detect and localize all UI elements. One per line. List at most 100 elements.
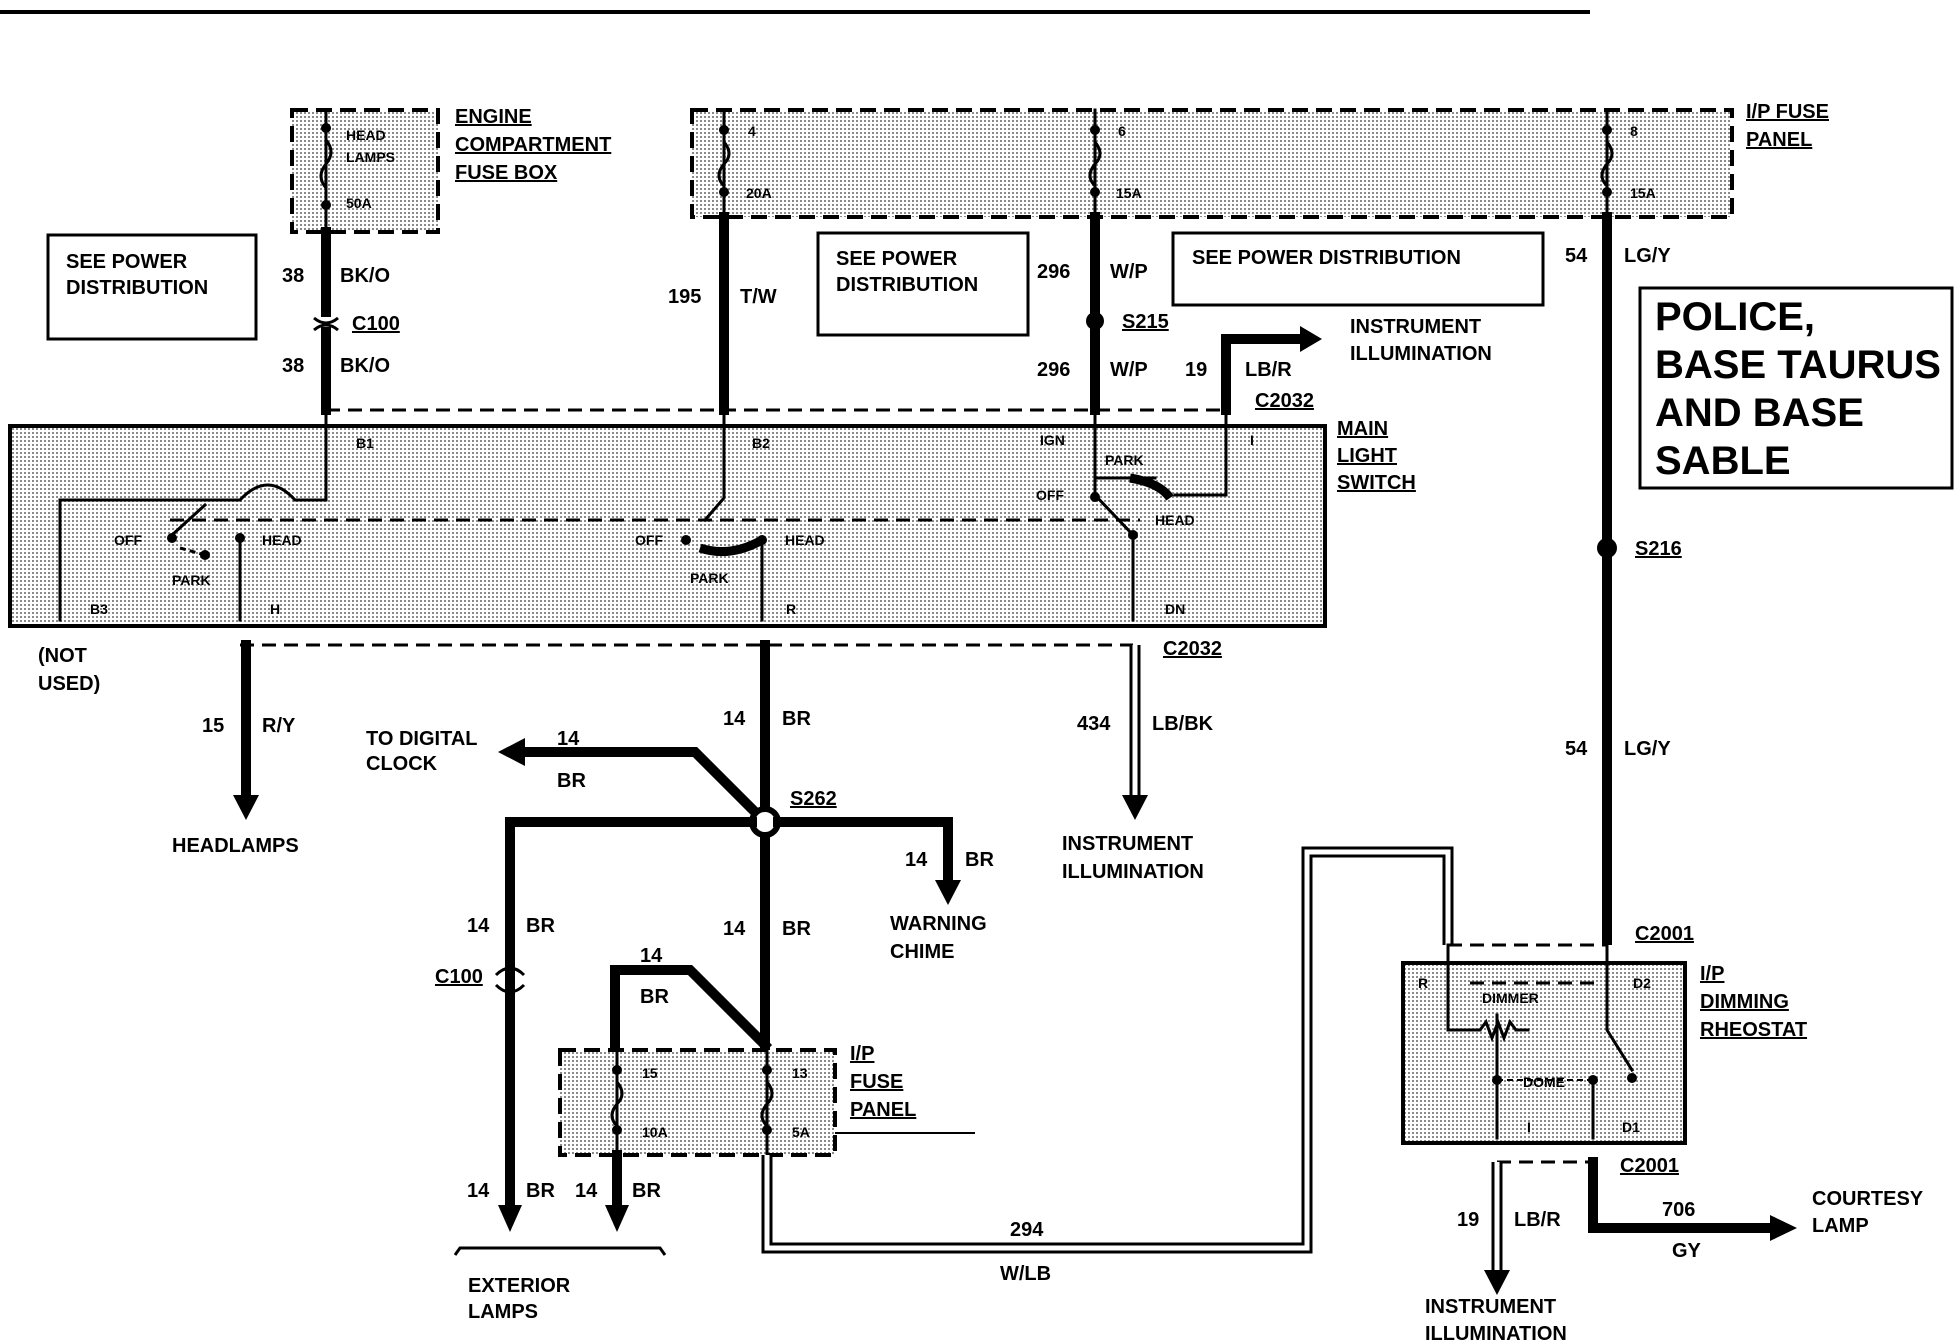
- connector-c2001-top: C2001: [1635, 923, 1694, 945]
- svg-text:B2: B2: [752, 435, 770, 451]
- wire-38-top-num: 38: [282, 265, 304, 287]
- courtesy-lamp-2: LAMP: [1812, 1215, 1869, 1237]
- svg-text:DIMMER: DIMMER: [1482, 990, 1539, 1006]
- rheostat-label-2: DIMMING: [1700, 991, 1789, 1013]
- wire-54-mid-color: LG/Y: [1624, 738, 1671, 760]
- engine-compartment-fuse-box: HEAD LAMPS 50A: [290, 108, 440, 234]
- svg-text:SEE POWER: SEE POWER: [66, 251, 188, 273]
- exterior-lamps-2: LAMPS: [468, 1301, 538, 1323]
- headlamps-label: HEADLAMPS: [172, 835, 299, 857]
- svg-text:50A: 50A: [346, 195, 372, 211]
- wire-14-left-color: BR: [526, 915, 555, 937]
- ip-fuse-panel-low-label-1: I/P: [850, 1043, 874, 1065]
- ip-fuse-panel-low-label-3: PANEL: [850, 1099, 916, 1121]
- wire-15-num: 15: [202, 715, 224, 737]
- svg-text:I: I: [1250, 432, 1254, 448]
- svg-text:B3: B3: [90, 601, 108, 617]
- svg-text:15A: 15A: [1630, 185, 1656, 201]
- connector-c2001-bot: C2001: [1620, 1155, 1679, 1177]
- wire-296-top-num: 296: [1037, 261, 1070, 283]
- svg-text:H: H: [270, 601, 280, 617]
- svg-text:DN: DN: [1165, 601, 1185, 617]
- inst-illum-top-1: INSTRUMENT: [1350, 316, 1481, 338]
- svg-text:SABLE: SABLE: [1655, 439, 1791, 483]
- wire-195-num: 195: [668, 286, 701, 308]
- svg-text:BASE TAURUS: BASE TAURUS: [1655, 343, 1941, 387]
- svg-text:PARK: PARK: [690, 570, 729, 586]
- wire-14-chime: [773, 817, 953, 890]
- main-light-switch: OFF HEAD PARK B1 B3 H OFF HEAD PARK B2 R…: [8, 408, 1327, 628]
- wire-14-ext2-arrow: [605, 1205, 629, 1232]
- svg-text:HEAD: HEAD: [346, 127, 386, 143]
- main-light-switch-label-1: MAIN: [1337, 418, 1388, 440]
- digital-clock-1: TO DIGITAL: [366, 728, 477, 750]
- wire-14-ext2-color: BR: [632, 1180, 661, 1202]
- svg-text:D2: D2: [1633, 975, 1651, 991]
- splice-s216-dot: [1597, 538, 1617, 558]
- wire-296-top-color: W/P: [1110, 261, 1148, 283]
- wire-14-center-color: BR: [782, 918, 811, 940]
- wire-38-bot-color: BK/O: [340, 355, 390, 377]
- wire-294-color: W/LB: [1000, 1263, 1051, 1285]
- svg-text:10A: 10A: [642, 1124, 668, 1140]
- warning-chime-2: CHIME: [890, 941, 954, 963]
- svg-text:I: I: [1527, 1119, 1531, 1135]
- wire-14-chime-arrow: [935, 880, 961, 905]
- svg-text:AND BASE: AND BASE: [1655, 391, 1864, 435]
- svg-text:13: 13: [792, 1065, 808, 1081]
- wire-19-upper: [1221, 334, 1310, 415]
- wire-294-num: 294: [1010, 1219, 1044, 1241]
- svg-text:D1: D1: [1622, 1119, 1640, 1135]
- wire-14-left-arrow: [498, 1205, 522, 1232]
- connector-c100-low-symbol: [494, 966, 526, 977]
- svg-text:LAMPS: LAMPS: [346, 149, 395, 165]
- ip-fuse-panel-low-label-2: FUSE: [850, 1071, 903, 1093]
- exterior-lamps-bracket: [453, 1246, 667, 1256]
- svg-text:R: R: [786, 601, 796, 617]
- svg-text:6: 6: [1118, 123, 1126, 139]
- wire-14-center-num: 14: [723, 918, 746, 940]
- svg-text:PARK: PARK: [172, 572, 211, 588]
- wire-15-arrow: [233, 795, 259, 820]
- ip-dimming-rheostat: R D2 DIMMER DOME I D1: [1401, 943, 1687, 1145]
- title-box: POLICE, BASE TAURUS AND BASE SABLE: [1638, 286, 1954, 490]
- connector-c2032-top: C2032: [1255, 390, 1314, 412]
- svg-text:HEAD: HEAD: [1155, 512, 1195, 528]
- power-distribution-box-1: SEE POWER DISTRIBUTION: [46, 233, 258, 341]
- svg-text:DOME: DOME: [1523, 1074, 1565, 1090]
- wire-434-arrow: [1122, 795, 1148, 820]
- svg-text:HEAD: HEAD: [785, 532, 825, 548]
- svg-text:5A: 5A: [792, 1124, 810, 1140]
- wire-14-chime-num: 14: [905, 849, 928, 871]
- wire-14-clock: [515, 747, 773, 830]
- engine-fuse-box-label-3: FUSE BOX: [455, 162, 558, 184]
- wire-19-top-color: LB/R: [1245, 359, 1292, 381]
- splice-s216: S216: [1635, 538, 1682, 560]
- engine-fuse-box-label-2: COMPARTMENT: [455, 134, 611, 156]
- wire-19-top-num: 19: [1185, 359, 1207, 381]
- wire-54-mid-num: 54: [1565, 738, 1588, 760]
- power-distribution-box-3: SEE POWER DISTRIBUTION: [1171, 231, 1545, 307]
- ip-fuse-panel-label-1: I/P FUSE: [1746, 101, 1829, 123]
- svg-text:15: 15: [642, 1065, 658, 1081]
- svg-text:B1: B1: [356, 435, 374, 451]
- courtesy-lamp-1: COURTESY: [1812, 1188, 1924, 1210]
- wire-706-arrow: [1770, 1215, 1797, 1241]
- wire-19-upper-arrow: [1300, 326, 1322, 352]
- connector-c100-top-symbol: [313, 316, 339, 325]
- not-used-1: (NOT: [38, 645, 87, 667]
- wire-14-main-num: 14: [723, 708, 746, 730]
- inst-illum-top-2: ILLUMINATION: [1350, 343, 1492, 365]
- splice-s215-dot: [1086, 312, 1104, 330]
- svg-text:OFF: OFF: [635, 532, 663, 548]
- digital-clock-2: CLOCK: [366, 753, 438, 775]
- exterior-lamps-1: EXTERIOR: [468, 1275, 571, 1297]
- wire-14-left: [505, 817, 757, 1215]
- inst-illum-bot-2: ILLUMINATION: [1425, 1323, 1567, 1344]
- power-distribution-box-2: SEE POWER DISTRIBUTION: [816, 231, 1030, 337]
- wire-19-bot-color: LB/R: [1514, 1209, 1561, 1231]
- ip-fuse-panel-top: 4 20A 6 15A 8 15A: [690, 108, 1734, 219]
- splice-s262: S262: [790, 788, 837, 810]
- svg-text:HEAD: HEAD: [262, 532, 302, 548]
